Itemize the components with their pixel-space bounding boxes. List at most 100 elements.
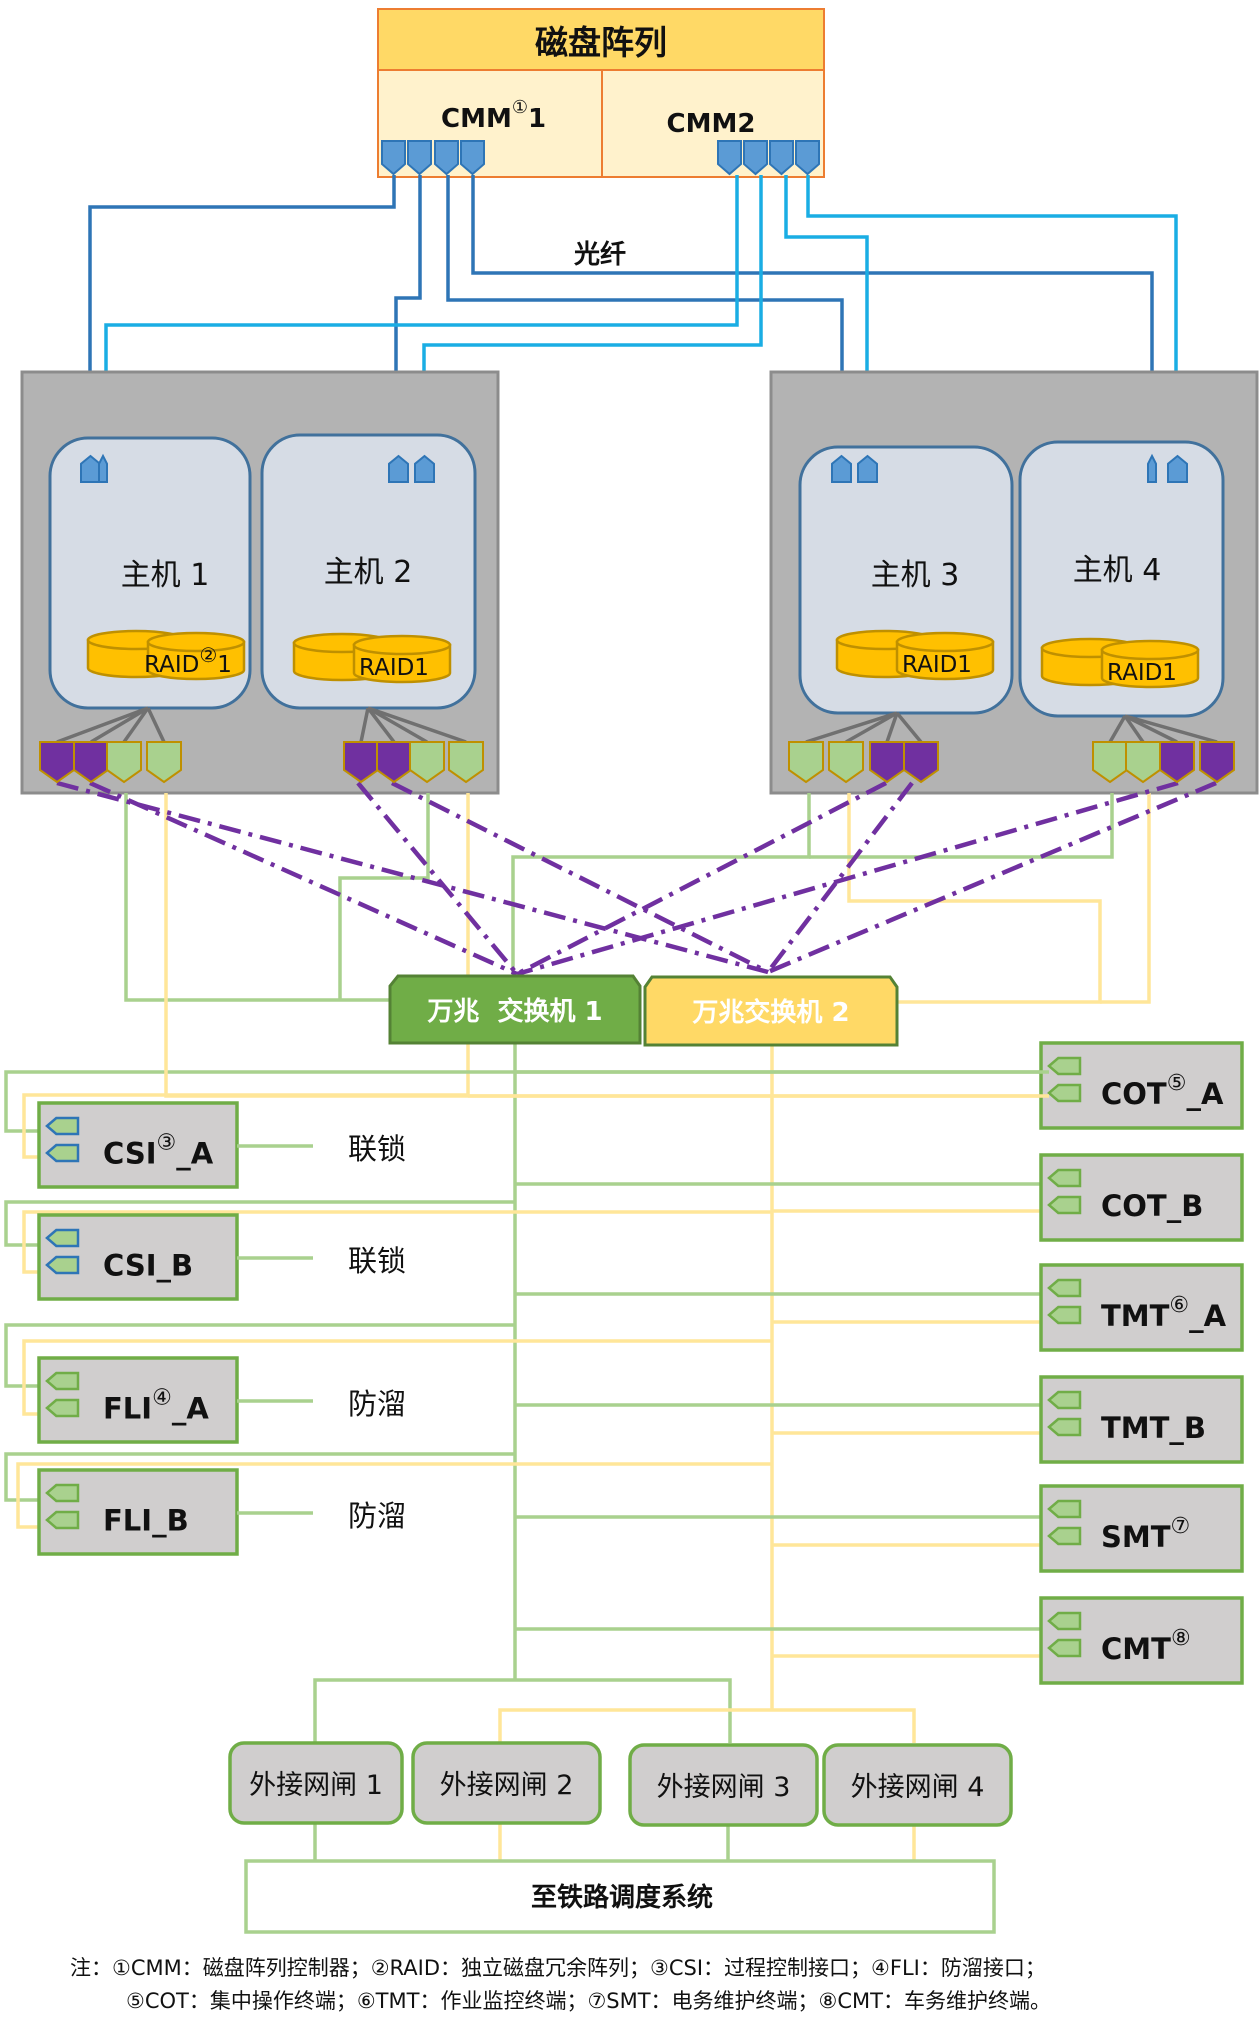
host-2-nic-1 xyxy=(343,741,379,784)
host-4-nic-1 xyxy=(1092,741,1128,784)
client-name: SMT xyxy=(1101,1520,1171,1554)
left-client-4[interactable]: FLI_B xyxy=(37,1468,239,1556)
client-port-1 xyxy=(45,1116,80,1136)
dash-host3a-sw1 xyxy=(515,781,888,976)
raid-name: RAID xyxy=(144,652,199,678)
right-client-2[interactable]: COT_B xyxy=(1039,1153,1244,1242)
left-client-2[interactable]: CSI_B xyxy=(37,1213,239,1301)
gateway-box[interactable] xyxy=(822,1743,1013,1827)
cmm2-port-4 xyxy=(795,140,820,176)
fiber-cmm2-p4-host4 xyxy=(806,175,1178,460)
host-1-nic-4 xyxy=(146,741,182,784)
link-flia-green xyxy=(4,1323,515,1388)
client-label: CSI③_A xyxy=(103,1130,214,1170)
host-3-raid-label: RAID1 xyxy=(902,652,972,678)
gateway-box[interactable] xyxy=(628,1743,819,1827)
switch-2[interactable]: 万兆交换机 2 xyxy=(643,975,899,1047)
gateway-box[interactable] xyxy=(228,1741,404,1825)
railway-system-box xyxy=(244,1859,996,1934)
internal-link xyxy=(1108,715,1127,743)
switch-2-label: 万兆交换机 2 xyxy=(692,997,849,1028)
raid-icon: RAID1 xyxy=(835,629,995,681)
gateway-label: 外接网闸 2 xyxy=(440,1770,574,1801)
left-client-3[interactable]: FLI④_A xyxy=(37,1356,239,1444)
host-2-fiber-port-2 xyxy=(414,454,435,483)
right-client-3[interactable]: TMT⑥_A xyxy=(1039,1263,1244,1352)
client-label: TMT_B xyxy=(1101,1411,1206,1445)
host-1-raid-label: RAID②1 xyxy=(144,643,232,678)
gateway-3[interactable]: 外接网闸 3 xyxy=(628,1743,819,1827)
disk-cylinder xyxy=(352,643,452,684)
host-1-nic-2 xyxy=(73,741,109,784)
gateway-1[interactable]: 外接网闸 1 xyxy=(228,1741,404,1825)
link-host2-sw1 xyxy=(338,793,430,1000)
host-network-ports xyxy=(39,706,1235,784)
raid-name: RAID1 xyxy=(359,655,429,681)
client-label: TMT⑥_A xyxy=(1101,1293,1227,1333)
link-flia-yellow xyxy=(22,1339,772,1416)
client-port-2 xyxy=(1047,1417,1082,1437)
host-2-nic-3 xyxy=(409,741,445,784)
internal-link xyxy=(367,706,428,744)
client-label: COT_B xyxy=(1101,1189,1203,1223)
client-port-2 xyxy=(45,1143,80,1163)
footnote-line-1: 注：①CMM：磁盘阵列控制器；②RAID：独立磁盘冗余阵列；③CSI：过程控制接… xyxy=(70,1956,1046,1980)
internal-link xyxy=(359,707,370,743)
cmm1-port-3 xyxy=(434,140,459,176)
right-client-1[interactable]: COT⑤_A xyxy=(1039,1041,1244,1130)
client-suffix: _A xyxy=(1186,1077,1224,1111)
gateway-box[interactable] xyxy=(411,1741,602,1825)
host-1-label: 主机 1 xyxy=(121,558,210,593)
switch-1-body[interactable] xyxy=(388,974,642,1045)
host-2[interactable]: 主机 2 RAID1 xyxy=(260,433,477,710)
client-function-label: 联锁 xyxy=(348,1244,406,1278)
client-port-2 xyxy=(1047,1083,1082,1103)
dash-host1a-sw2 xyxy=(56,780,769,975)
right-client-6[interactable]: CMT⑧ xyxy=(1039,1596,1244,1685)
gateway-4[interactable]: 外接网闸 4 xyxy=(822,1743,1013,1827)
fiber-label: 光纤 xyxy=(573,240,626,270)
client-footnote-mark: ③ xyxy=(157,1130,177,1155)
client-port-1 xyxy=(45,1228,80,1248)
client-port-2 xyxy=(45,1398,80,1418)
host-3-fiber-port-1 xyxy=(831,454,852,483)
cmm2-label: CMM2 xyxy=(667,109,756,139)
switch-1[interactable]: 万兆 交换机 1 xyxy=(388,974,642,1045)
client-footnote-mark: ④ xyxy=(152,1385,172,1410)
cross-links xyxy=(56,780,1217,977)
fiber-cmm2-p3-host3 xyxy=(784,175,869,462)
raid-name: RAID1 xyxy=(902,652,972,678)
client-footnote-mark: ⑦ xyxy=(1171,1514,1191,1539)
host-1[interactable]: 主机 1 RAID②1 xyxy=(48,436,252,710)
client-name: CSI xyxy=(103,1136,157,1170)
client-port-1 xyxy=(1047,1278,1082,1298)
client-suffix: _A xyxy=(176,1136,214,1170)
fiber-cmm1-p4-host4 xyxy=(471,175,1154,460)
gateway-label: 外接网闸 4 xyxy=(851,1772,985,1803)
host-1-nic-3 xyxy=(106,741,142,784)
left-client-1[interactable]: CSI③_A xyxy=(37,1101,239,1189)
right-client-4[interactable]: TMT_B xyxy=(1039,1375,1244,1464)
host-1-fiber-port-2 xyxy=(98,453,108,483)
client-port-1 xyxy=(1047,1168,1082,1188)
disk-top xyxy=(352,634,452,656)
gateway-2[interactable]: 外接网闸 2 xyxy=(411,1741,602,1825)
right-client-5[interactable]: SMT⑦ xyxy=(1039,1484,1244,1573)
internal-link xyxy=(895,711,923,744)
host-4-nic-4 xyxy=(1199,741,1235,784)
client-port-2 xyxy=(45,1510,80,1530)
host-2-label: 主机 2 xyxy=(324,555,413,590)
switch-2-body[interactable] xyxy=(643,975,899,1047)
cmm2-port-1 xyxy=(717,140,742,176)
client-label: CSI_B xyxy=(103,1248,193,1282)
client-function-label: 防溜 xyxy=(348,1387,406,1421)
footnote: 注：①CMM：磁盘阵列控制器；②RAID：独立磁盘冗余阵列；③CSI：过程控制接… xyxy=(70,1952,1250,2018)
client-label: SMT⑦ xyxy=(1101,1514,1190,1554)
client-name: COT_B xyxy=(1101,1189,1203,1223)
client-function-label: 防溜 xyxy=(348,1499,406,1533)
client-port-1 xyxy=(1047,1499,1082,1519)
raid-icon: RAID②1 xyxy=(86,629,246,681)
